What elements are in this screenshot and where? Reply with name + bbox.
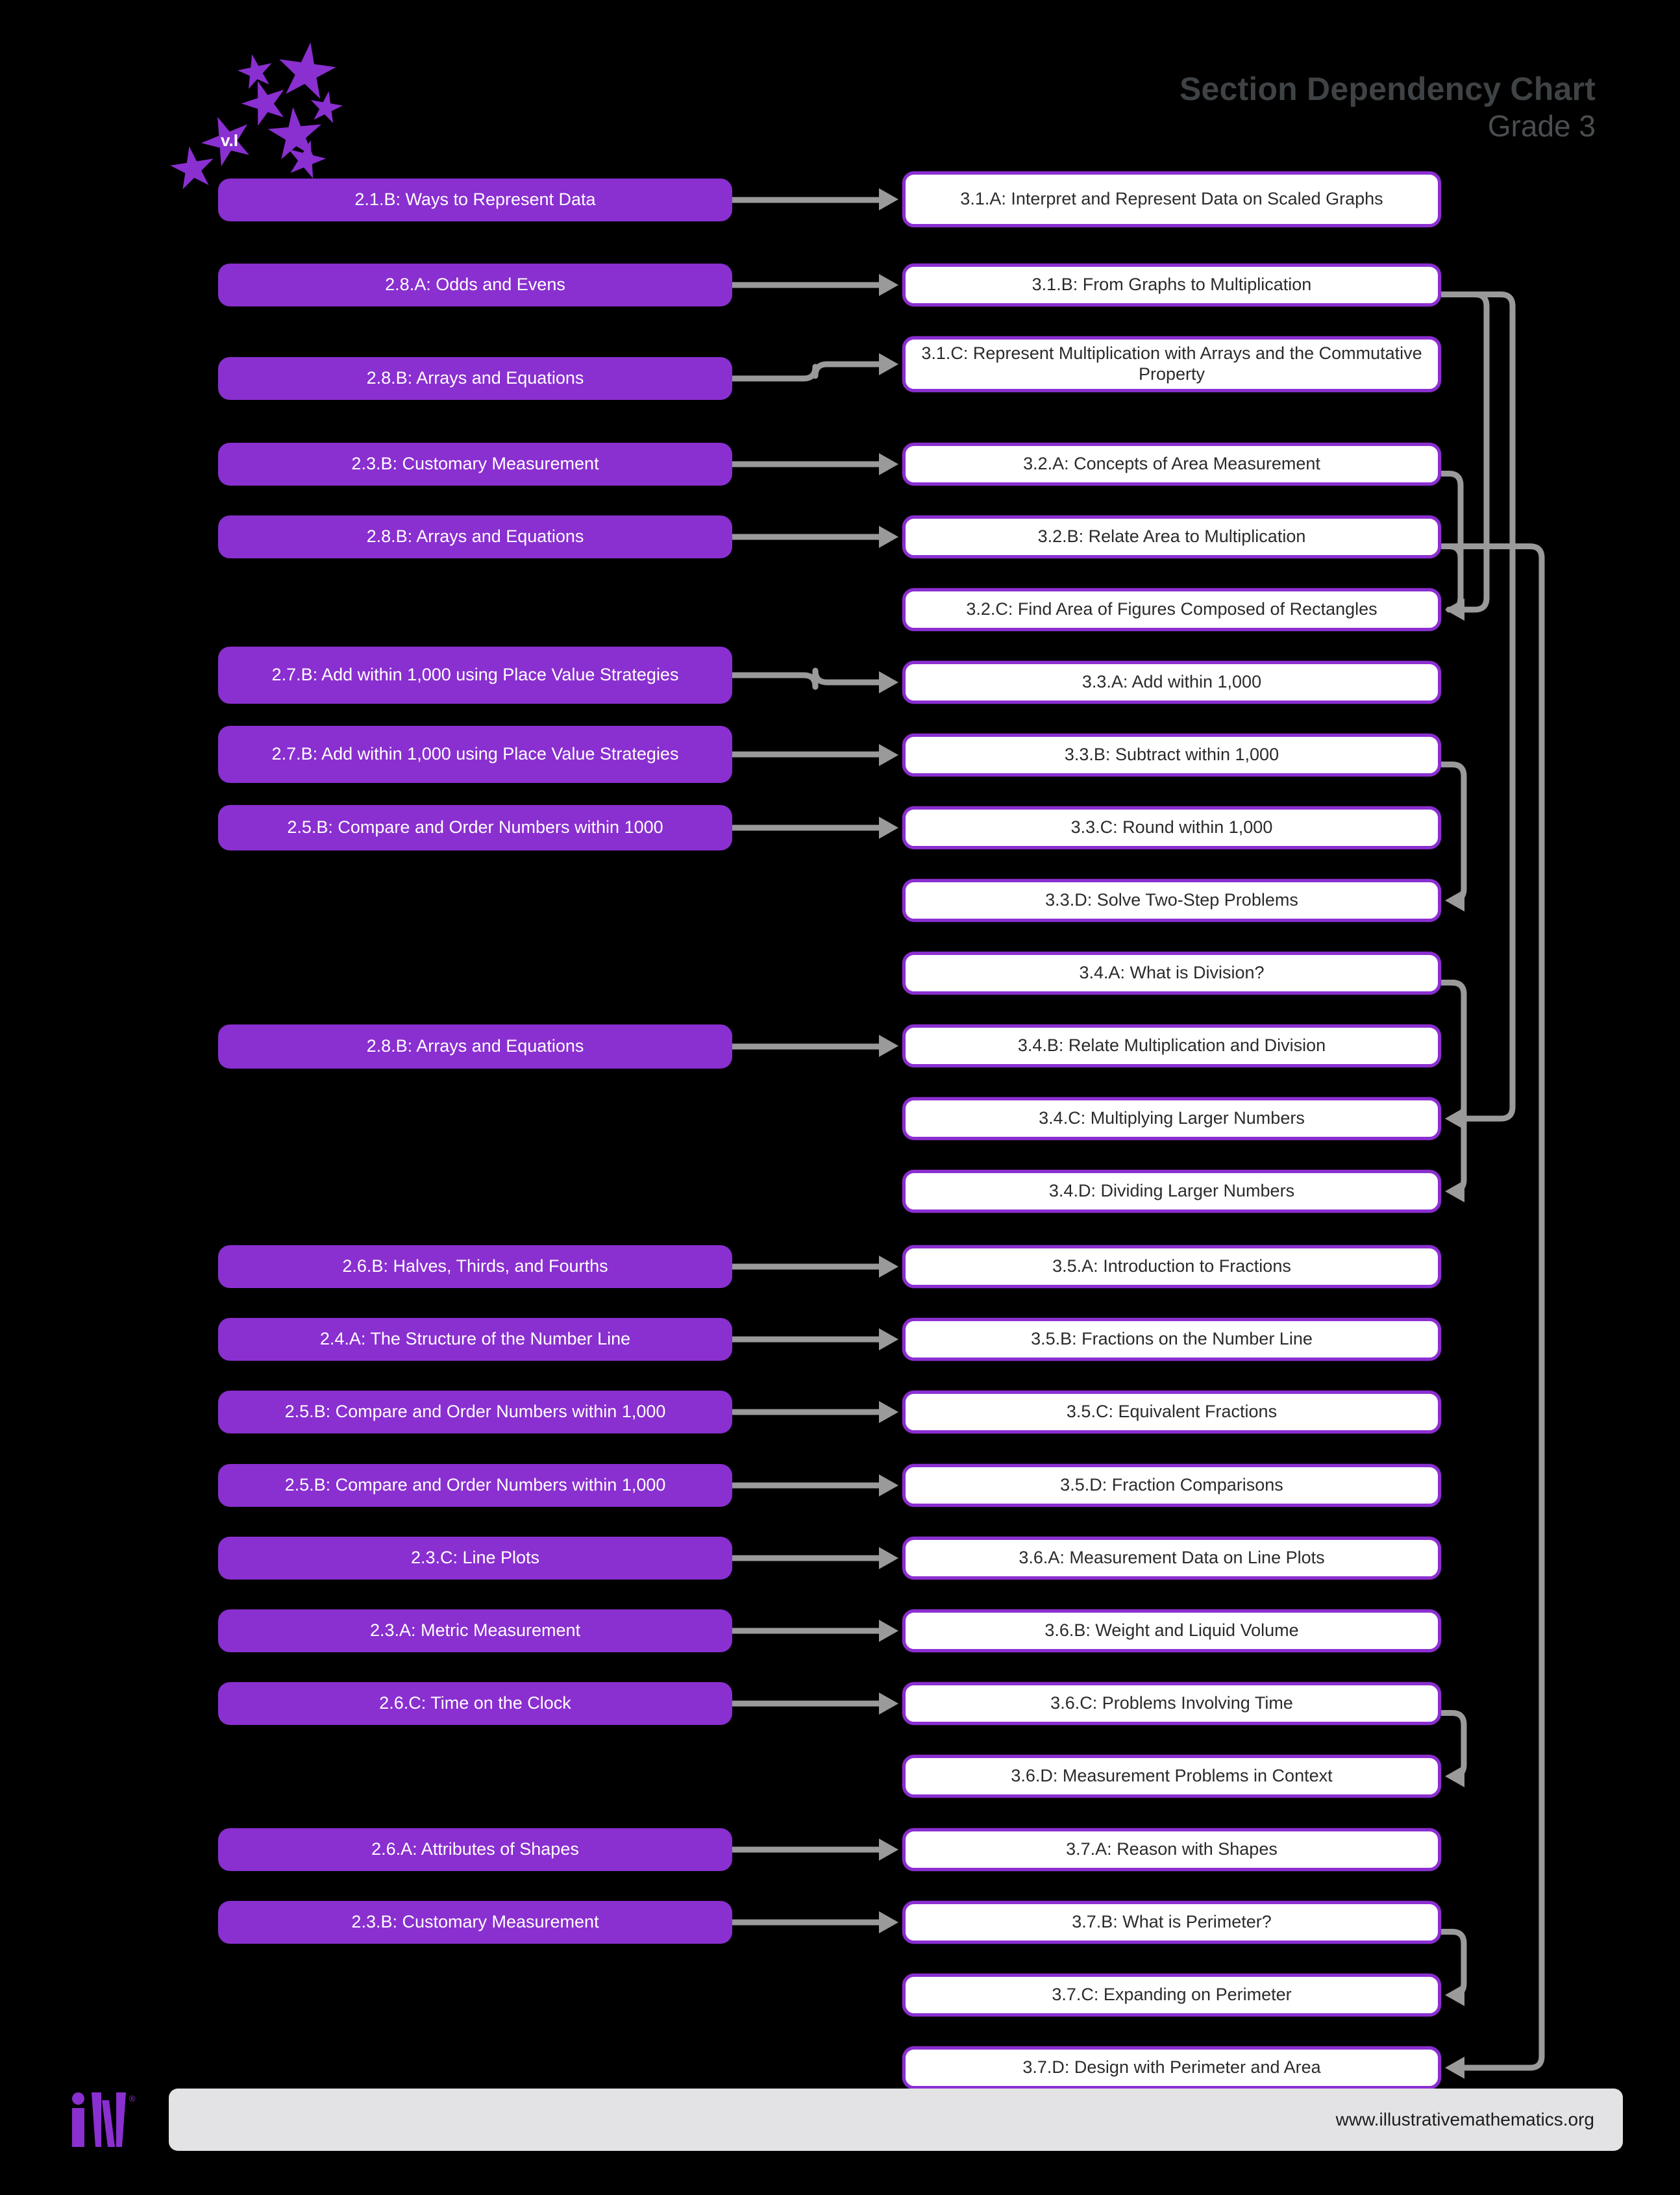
- page-title: Section Dependency Chart Grade 3: [1180, 70, 1596, 143]
- section-node-s3[interactable]: 3.1.C: Represent Multiplication with Arr…: [902, 336, 1441, 392]
- prerequisite-node-p3[interactable]: 2.8.B: Arrays and Equations: [218, 357, 732, 400]
- prerequisite-node-p11[interactable]: 2.4.A: The Structure of the Number Line: [218, 1318, 732, 1361]
- prerequisite-node-p12[interactable]: 2.5.B: Compare and Order Numbers within …: [218, 1391, 732, 1433]
- star-icon: [236, 74, 295, 133]
- logo-m-middle: [102, 2100, 115, 2147]
- section-node-s5[interactable]: 3.2.B: Relate Area to Multiplication: [902, 515, 1441, 558]
- section-node-s9[interactable]: 3.3.C: Round within 1,000: [902, 806, 1441, 849]
- section-node-s7[interactable]: 3.3.A: Add within 1,000: [902, 661, 1441, 704]
- section-node-s20[interactable]: 3.6.B: Weight and Liquid Volume: [902, 1609, 1441, 1652]
- star-decoration: v.I: [182, 36, 312, 175]
- prerequisite-node-p16[interactable]: 2.6.C: Time on the Clock: [218, 1682, 732, 1725]
- section-node-s25[interactable]: 3.7.C: Expanding on Perimeter: [902, 1974, 1441, 2016]
- section-node-s14[interactable]: 3.4.D: Dividing Larger Numbers: [902, 1170, 1441, 1213]
- section-node-s24[interactable]: 3.7.B: What is Perimeter?: [902, 1901, 1441, 1944]
- star-icon: [273, 38, 340, 106]
- section-node-s16[interactable]: 3.5.B: Fractions on the Number Line: [902, 1318, 1441, 1361]
- prerequisite-node-p8[interactable]: 2.5.B: Compare and Order Numbers within …: [218, 805, 732, 850]
- prerequisite-node-p2[interactable]: 2.8.A: Odds and Evens: [218, 264, 732, 306]
- section-node-s11[interactable]: 3.4.A: What is Division?: [902, 952, 1441, 995]
- section-node-s12[interactable]: 3.4.B: Relate Multiplication and Divisio…: [902, 1024, 1441, 1067]
- section-node-s10[interactable]: 3.3.D: Solve Two-Step Problems: [902, 879, 1441, 922]
- section-node-s4[interactable]: 3.2.A: Concepts of Area Measurement: [902, 443, 1441, 486]
- star-icon: [234, 51, 277, 93]
- prerequisite-node-p17[interactable]: 2.6.A: Attributes of Shapes: [218, 1828, 732, 1871]
- logo-i-stem: [72, 2108, 84, 2147]
- section-node-s23[interactable]: 3.7.A: Reason with Shapes: [902, 1828, 1441, 1871]
- prerequisite-node-p14[interactable]: 2.3.C: Line Plots: [218, 1537, 732, 1580]
- registered-trademark-icon: ®: [129, 2094, 136, 2103]
- website-url: www.illustrativemathematics.org: [1335, 2109, 1594, 2129]
- star-icon: [167, 143, 219, 195]
- illustrative-mathematics-logo: ®: [68, 2091, 146, 2148]
- section-node-s6[interactable]: 3.2.C: Find Area of Figures Composed of …: [902, 588, 1441, 631]
- footer-bar: www.illustrativemathematics.org: [169, 2089, 1623, 2151]
- prerequisite-node-p10[interactable]: 2.6.B: Halves, Thirds, and Fourths: [218, 1245, 732, 1288]
- section-node-s17[interactable]: 3.5.C: Equivalent Fractions: [902, 1391, 1441, 1433]
- section-node-s22[interactable]: 3.6.D: Measurement Problems in Context: [902, 1755, 1441, 1798]
- prerequisite-node-p1[interactable]: 2.1.B: Ways to Represent Data: [218, 179, 732, 221]
- section-node-s8[interactable]: 3.3.B: Subtract within 1,000: [902, 734, 1441, 776]
- prerequisite-node-p18[interactable]: 2.3.B: Customary Measurement: [218, 1901, 732, 1944]
- section-node-s18[interactable]: 3.5.D: Fraction Comparisons: [902, 1464, 1441, 1507]
- section-node-s13[interactable]: 3.4.C: Multiplying Larger Numbers: [902, 1097, 1441, 1140]
- prerequisite-node-p4[interactable]: 2.3.B: Customary Measurement: [218, 443, 732, 486]
- prerequisite-node-p9[interactable]: 2.8.B: Arrays and Equations: [218, 1024, 732, 1069]
- section-node-s2[interactable]: 3.1.B: From Graphs to Multiplication: [902, 264, 1441, 306]
- prerequisite-node-p5[interactable]: 2.8.B: Arrays and Equations: [218, 515, 732, 558]
- prerequisite-node-p13[interactable]: 2.5.B: Compare and Order Numbers within …: [218, 1464, 732, 1507]
- prerequisite-node-p15[interactable]: 2.3.A: Metric Measurement: [218, 1609, 732, 1652]
- version-label: v.I: [221, 130, 238, 150]
- prerequisite-node-p6[interactable]: 2.7.B: Add within 1,000 using Place Valu…: [218, 647, 732, 704]
- section-node-s19[interactable]: 3.6.A: Measurement Data on Line Plots: [902, 1537, 1441, 1580]
- chart-subtitle: Grade 3: [1487, 109, 1596, 143]
- prerequisite-node-p7[interactable]: 2.7.B: Add within 1,000 using Place Valu…: [218, 726, 732, 783]
- chart-title: Section Dependency Chart: [1179, 71, 1596, 107]
- section-node-s21[interactable]: 3.6.C: Problems Involving Time: [902, 1682, 1441, 1725]
- logo-i-dot: [72, 2092, 84, 2105]
- logo-m-left: [92, 2092, 101, 2147]
- section-node-s15[interactable]: 3.5.A: Introduction to Fractions: [902, 1245, 1441, 1288]
- star-icon: [306, 88, 345, 127]
- logo-m-right: [116, 2092, 126, 2147]
- section-node-s26[interactable]: 3.7.D: Design with Perimeter and Area: [902, 2046, 1441, 2089]
- section-node-s1[interactable]: 3.1.A: Interpret and Represent Data on S…: [902, 171, 1441, 227]
